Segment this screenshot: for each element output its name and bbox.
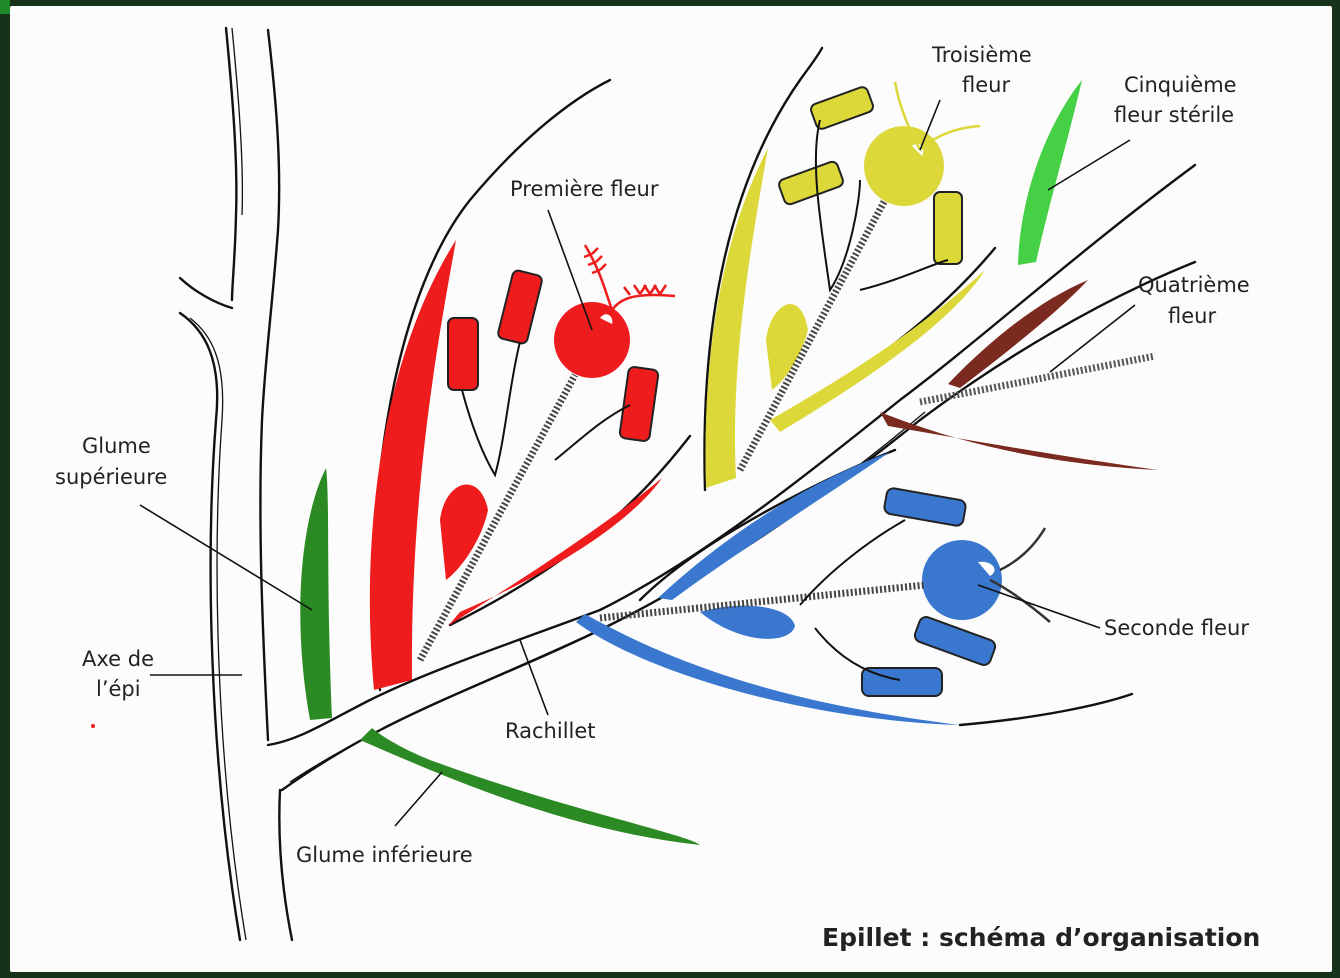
quatrieme-fleur-shape [880,280,1158,470]
label-premiere-fleur: Première fleur [510,177,659,201]
label-quatrieme-fleur-line2: fleur [1168,304,1216,328]
stray-dot [91,724,95,728]
label-rachillet: Rachillet [505,719,596,743]
label-axe-epi-line1: Axe de [82,647,154,671]
label-troisieme-fleur-line2: fleur [962,73,1010,97]
glume-inferieure-shape [360,728,700,845]
leader-lines [140,100,1135,826]
label-glume-superieure-line2: supérieure [55,465,167,489]
label-seconde-fleur: Seconde fleur [1104,616,1249,640]
cinquieme-fleur-shape [1018,80,1082,265]
label-troisieme-fleur-line1: Troisième [931,43,1032,67]
label-glume-superieure-line1: Glume [82,434,151,458]
label-cinquieme-fleur-line1: Cinquième [1124,73,1237,97]
troisieme-fleur-shape [705,82,985,488]
glume-superieure-shape [300,468,332,720]
label-glume-inferieure: Glume inférieure [296,843,473,867]
label-cinquieme-fleur-line2: fleur stérile [1114,103,1234,127]
diagram-title: Epillet : schéma d’organisation [822,923,1260,952]
label-quatrieme-fleur-line1: Quatrième [1138,273,1250,297]
ear-axis [180,28,292,940]
label-axe-epi-line2: l’épi [96,677,141,701]
